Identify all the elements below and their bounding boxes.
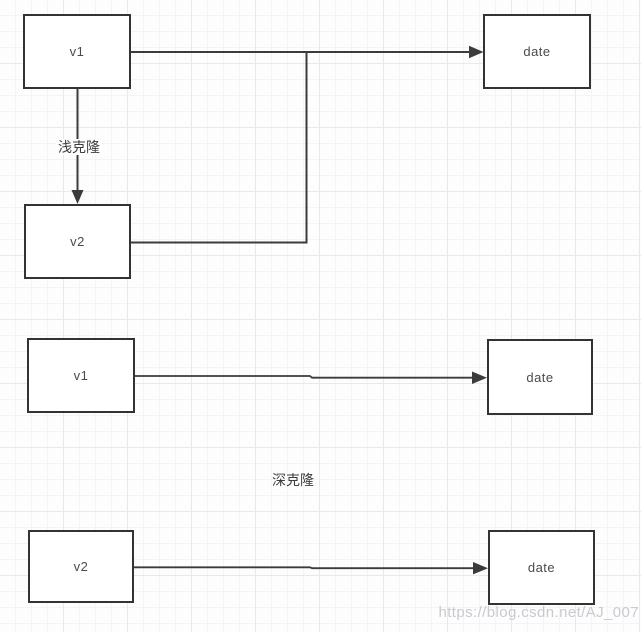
edge-deep-v2-to-date (134, 566, 474, 570)
node-date-of-v2-deep: date (488, 530, 595, 605)
arrowhead-deep-date-top (472, 371, 487, 384)
edge-deep-v1-to-date (135, 375, 473, 379)
deep-clone-label: 深克隆 (272, 472, 314, 488)
node-label: v2 (73, 559, 89, 574)
node-v1-deep: v1 (27, 338, 135, 413)
node-date-shared: date (483, 14, 591, 89)
node-label: date (526, 369, 554, 385)
node-v2-shallow: v2 (24, 204, 131, 279)
node-label: v1 (69, 44, 85, 59)
shallow-clone-label: 浅克隆 (56, 139, 102, 155)
node-v1-shallow: v1 (23, 14, 131, 89)
node-label: date (527, 560, 556, 575)
edge-shallow-v2-to-junction (131, 52, 308, 244)
node-label: v2 (70, 234, 85, 249)
node-label: v1 (73, 368, 89, 383)
arrowhead-shallow-v2 (71, 190, 84, 204)
arrowhead-deep-date-bottom (473, 562, 488, 575)
arrowhead-shallow-date (469, 45, 484, 59)
node-date-of-v1-deep: date (487, 339, 593, 415)
node-v2-deep: v2 (28, 530, 134, 603)
node-label: date (523, 44, 551, 59)
watermark-text: https://blog.csdn.net/AJ_007 (438, 604, 639, 621)
